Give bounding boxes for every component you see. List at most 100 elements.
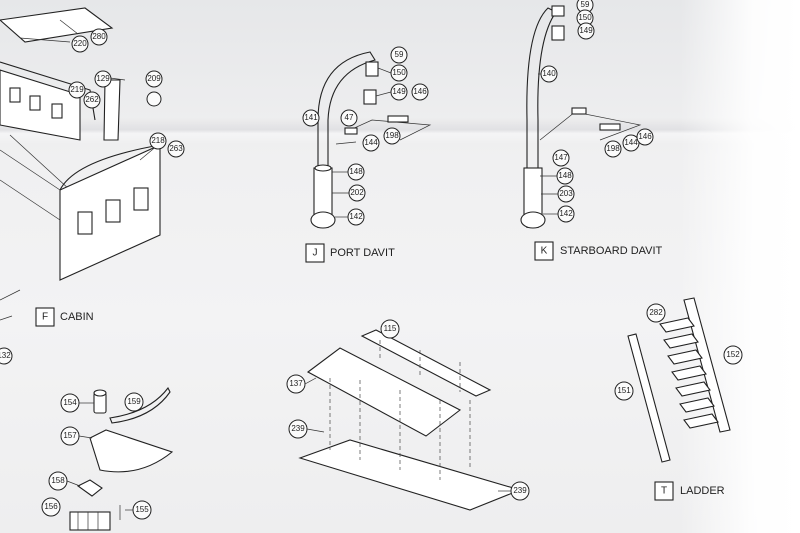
svg-text:132: 132	[0, 351, 11, 360]
svg-text:155: 155	[135, 505, 149, 514]
starboard-davit-callouts: 59 150 149 140 198 144 146 147 148 203 1…	[534, 0, 663, 261]
callout-47: 47	[340, 109, 358, 127]
svg-text:218: 218	[151, 136, 165, 145]
callout-157: 157	[60, 426, 80, 446]
callout-59: 59	[390, 46, 408, 64]
svg-text:142: 142	[349, 212, 363, 221]
svg-text:PORT DAVIT: PORT DAVIT	[330, 247, 395, 259]
svg-text:202: 202	[350, 188, 364, 197]
callout-151: 151	[614, 381, 634, 401]
callout-137: 137	[286, 374, 306, 394]
callout-239-left: 239	[288, 419, 308, 439]
svg-text:59: 59	[395, 50, 404, 59]
callout-263: 263	[167, 140, 185, 158]
svg-text:59: 59	[581, 0, 590, 9]
cabin-callouts: 220 280 129 209 219 262 218 263 132 F CA…	[0, 28, 185, 365]
svg-text:220: 220	[73, 39, 87, 48]
grates-drawing	[298, 329, 522, 511]
callout-142: 142	[347, 208, 365, 226]
callout-148-sb: 148	[556, 167, 574, 185]
section-label-cabin: F CABIN	[35, 307, 94, 327]
callout-129: 129	[94, 70, 112, 88]
section-label-port-davit: J PORT DAVIT	[305, 243, 395, 263]
section-label-starboard-davit: K STARBOARD DAVIT	[534, 241, 663, 261]
callout-282: 282	[646, 303, 666, 323]
svg-text:144: 144	[364, 138, 378, 147]
callout-146-sb: 146	[636, 128, 654, 146]
callout-146: 146	[411, 83, 429, 101]
callout-209: 209	[145, 70, 163, 88]
callout-152: 152	[723, 345, 743, 365]
svg-text:146: 146	[638, 132, 652, 141]
svg-text:219: 219	[70, 85, 84, 94]
callout-156: 156	[41, 497, 61, 517]
svg-text:LADDER: LADDER	[680, 485, 725, 497]
misc-callouts: 154 159 157 158 156 155	[41, 392, 152, 520]
grates-callouts: 115 137 239 239	[286, 319, 530, 501]
svg-text:J: J	[313, 248, 318, 259]
callout-149: 149	[390, 83, 408, 101]
svg-text:144: 144	[624, 138, 638, 147]
callout-159: 159	[124, 392, 144, 412]
svg-text:159: 159	[127, 397, 141, 406]
callout-144: 144	[362, 134, 380, 152]
callout-154: 154	[60, 393, 80, 413]
svg-text:150: 150	[578, 13, 592, 22]
svg-text:239: 239	[513, 486, 527, 495]
paper-curl-highlight	[680, 0, 800, 533]
svg-text:140: 140	[542, 69, 556, 78]
callout-202: 202	[348, 184, 366, 202]
callout-149-sb: 149	[577, 22, 595, 40]
callout-219: 219	[68, 81, 86, 99]
svg-text:151: 151	[617, 386, 631, 395]
callout-203: 203	[557, 185, 575, 203]
callout-132: 132	[0, 347, 13, 365]
callout-220: 220	[71, 35, 89, 53]
svg-text:198: 198	[385, 131, 399, 140]
svg-text:263: 263	[169, 144, 183, 153]
port-davit-callouts: 59 150 149 146 141 47 198 144 148 202 14…	[302, 46, 429, 263]
svg-text:146: 146	[413, 87, 427, 96]
svg-text:150: 150	[392, 68, 406, 77]
svg-text:203: 203	[559, 189, 573, 198]
section-label-ladder: T LADDER	[654, 481, 725, 501]
svg-text:115: 115	[384, 324, 397, 333]
svg-text:CABIN: CABIN	[60, 311, 94, 323]
callout-140: 140	[540, 65, 558, 83]
starboard-davit-drawing	[520, 5, 642, 229]
callout-158: 158	[48, 471, 68, 491]
svg-text:F: F	[42, 312, 48, 323]
svg-text:141: 141	[304, 113, 318, 122]
ladder-callouts: 282 152 151 T LADDER	[614, 303, 743, 501]
svg-text:T: T	[661, 486, 667, 497]
callout-147: 147	[552, 149, 570, 167]
callout-blank	[146, 91, 162, 107]
callout-280: 280	[90, 28, 108, 46]
callout-155: 155	[132, 500, 152, 520]
svg-text:157: 157	[63, 431, 77, 440]
svg-text:239: 239	[291, 424, 305, 433]
port-davit-drawing	[310, 51, 432, 229]
callout-239-right: 239	[510, 481, 530, 501]
callout-142-sb: 142	[557, 205, 575, 223]
svg-text:142: 142	[559, 209, 573, 218]
svg-text:209: 209	[147, 74, 161, 83]
svg-text:198: 198	[606, 144, 620, 153]
ladder-drawing	[627, 297, 731, 463]
cabin-drawing	[0, 7, 161, 321]
svg-text:47: 47	[345, 113, 354, 122]
callout-115: 115	[380, 319, 400, 339]
misc-parts-drawing	[69, 386, 174, 531]
svg-text:156: 156	[44, 502, 58, 511]
svg-text:158: 158	[51, 476, 65, 485]
callout-198-sb: 198	[604, 140, 622, 158]
svg-text:149: 149	[392, 87, 406, 96]
callout-262: 262	[83, 91, 101, 109]
svg-text:149: 149	[579, 26, 593, 35]
svg-text:154: 154	[63, 398, 77, 407]
callout-141: 141	[302, 109, 320, 127]
svg-text:262: 262	[85, 95, 99, 104]
svg-text:280: 280	[92, 32, 106, 41]
